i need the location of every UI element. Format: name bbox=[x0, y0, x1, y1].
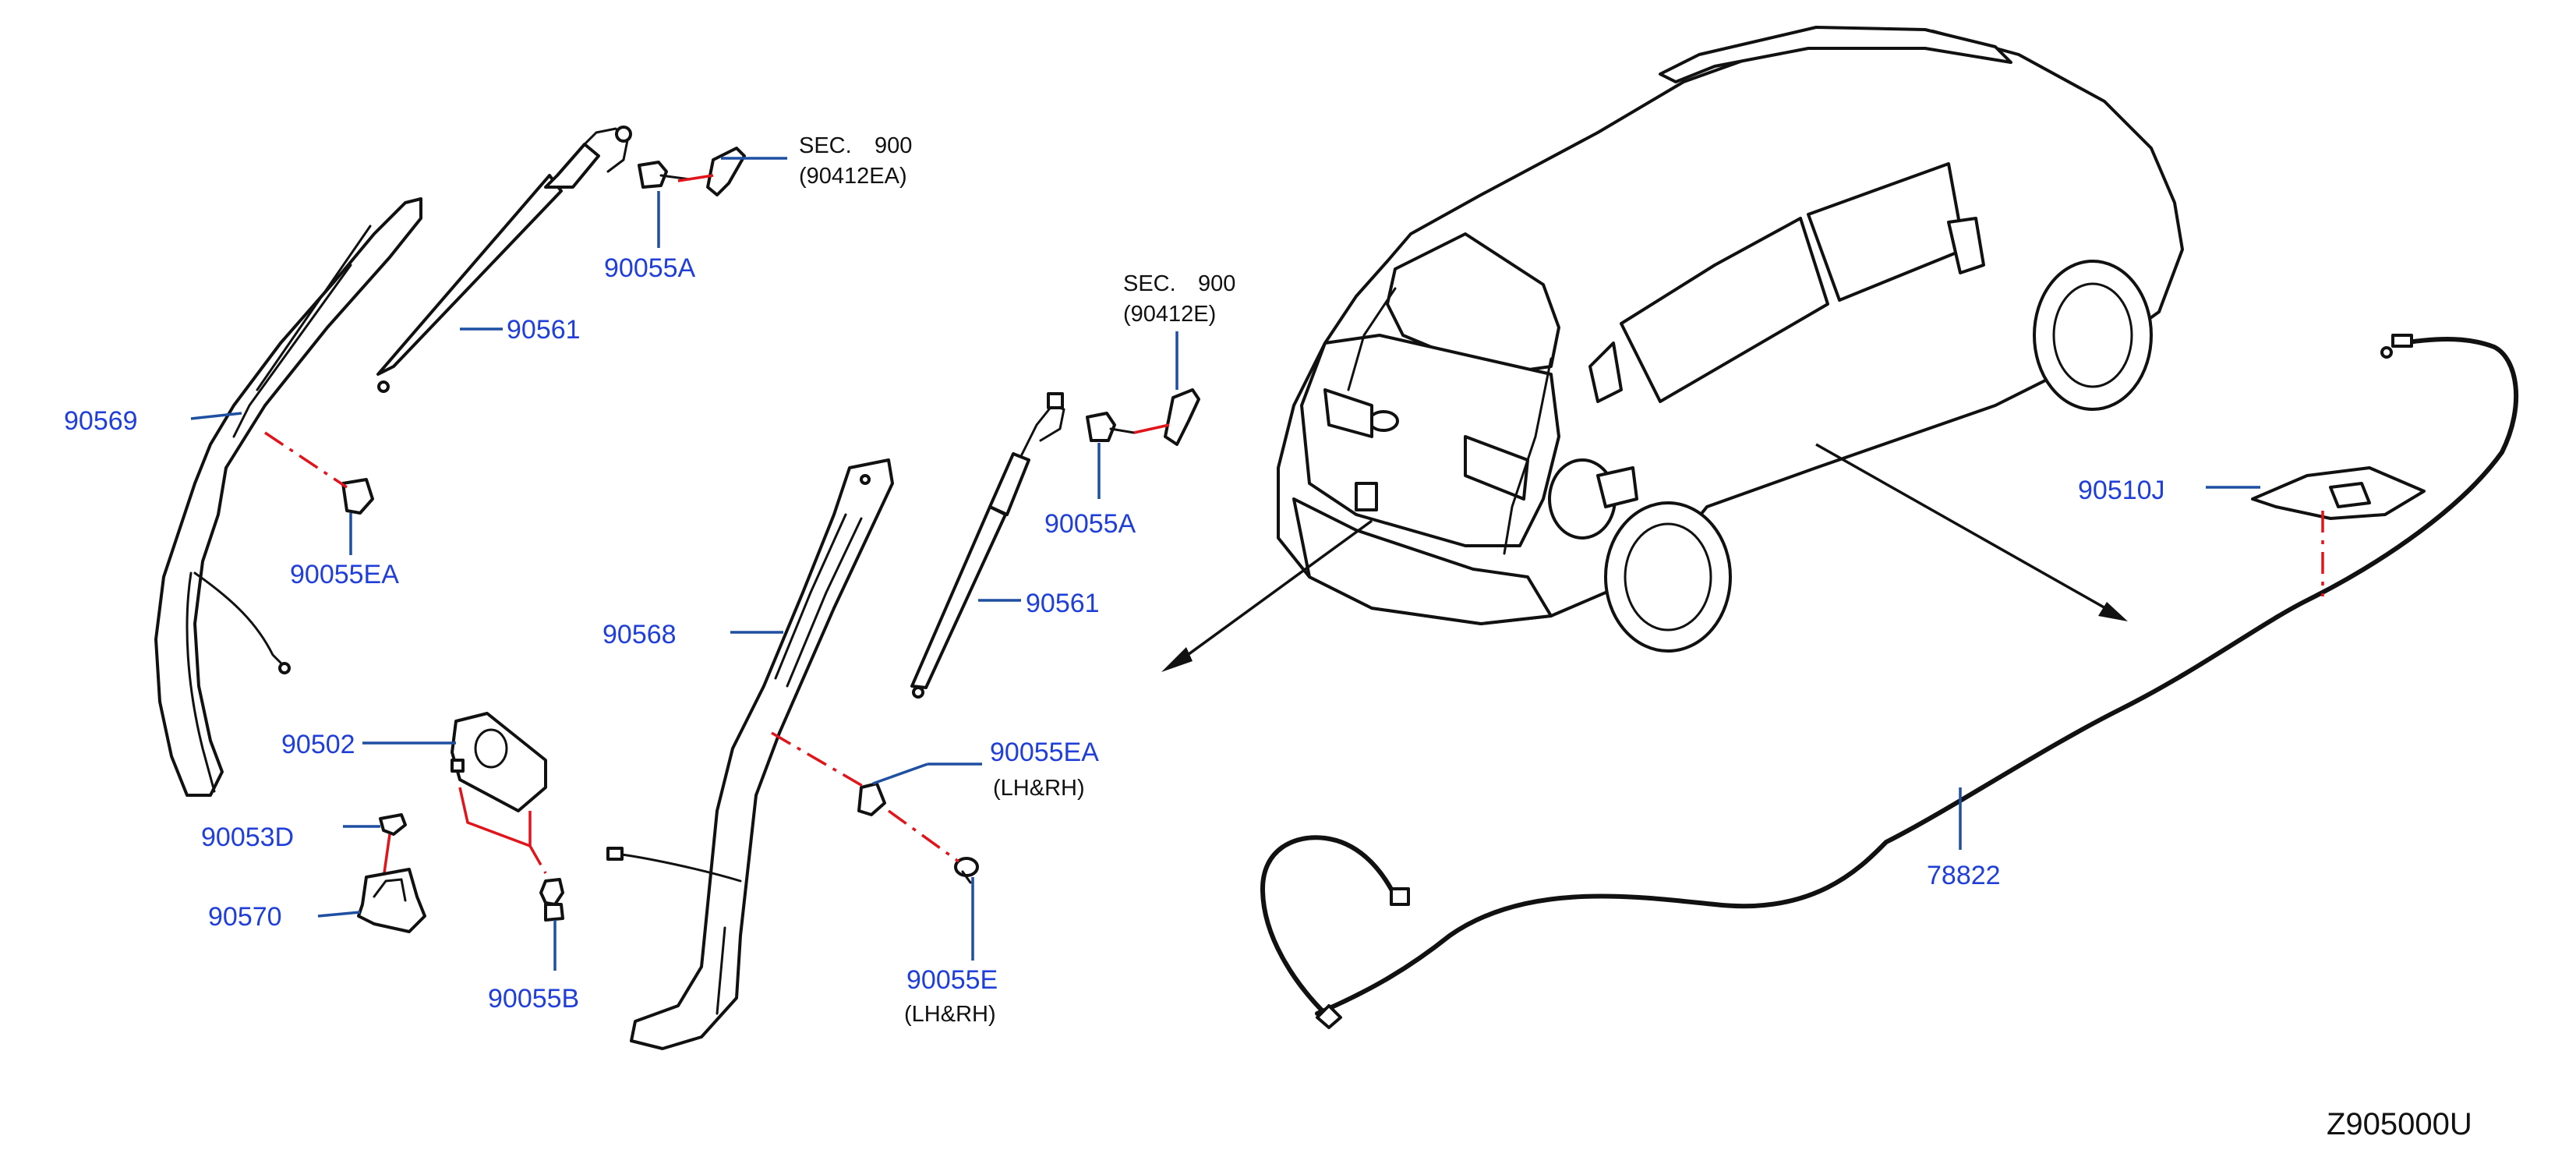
label-90055E: 90055E bbox=[906, 965, 998, 995]
section-reference-mid: SEC. 900 (90412E) bbox=[1123, 271, 1235, 327]
label-90055B: 90055B bbox=[488, 984, 579, 1014]
sec-ref-code: (90412EA) bbox=[799, 164, 907, 189]
part-90569-illustration bbox=[154, 197, 422, 797]
part-90055B-illustration bbox=[539, 878, 564, 922]
part-90570-illustration bbox=[357, 868, 426, 933]
dashed-link-90568-to-clips bbox=[771, 731, 866, 789]
dashed-link-clip-to-90055E bbox=[887, 809, 960, 863]
label-78822: 78822 bbox=[1927, 861, 2001, 890]
part-90568-illustration bbox=[606, 458, 894, 1050]
dashed-link-90502-to-90055B-b bbox=[528, 845, 547, 874]
label-90055EA-left: 90055EA bbox=[290, 560, 399, 589]
label-90055EA-mid: 90055EA bbox=[990, 738, 1099, 767]
label-90561-mid: 90561 bbox=[1026, 589, 1100, 618]
label-90502: 90502 bbox=[281, 730, 355, 759]
part-78822-illustration bbox=[1260, 334, 2519, 1029]
part-90055E-illustration bbox=[954, 857, 979, 884]
part-number-labels: 90569 90561 90055A 90055EA 90502 90053D … bbox=[64, 253, 2165, 1014]
red-link-90055A-top bbox=[677, 174, 714, 182]
label-90569: 90569 bbox=[64, 406, 138, 436]
note-lhrh-90055EA: (LH&RH) bbox=[993, 776, 1085, 801]
label-90561-top: 90561 bbox=[507, 315, 581, 345]
label-90055A-top: 90055A bbox=[604, 253, 696, 283]
label-90570: 90570 bbox=[208, 902, 282, 932]
part-90055A-top-illustration bbox=[638, 147, 746, 196]
section-reference-top: SEC. 900 (90412EA) bbox=[799, 133, 912, 189]
label-90510J: 90510J bbox=[2078, 476, 2165, 505]
part-90561-top-illustration bbox=[376, 126, 632, 393]
sec-number: 900 bbox=[1198, 271, 1235, 296]
note-lhrh-90055E: (LH&RH) bbox=[904, 1002, 996, 1027]
part-90055EA-left-illustration bbox=[341, 478, 374, 515]
label-90568: 90568 bbox=[602, 620, 677, 649]
sec-ref-code: (90412E) bbox=[1123, 302, 1216, 327]
diagram-code: Z905000U bbox=[2327, 1107, 2472, 1141]
part-90561-mid-illustration bbox=[910, 392, 1065, 699]
part-90053D-illustration bbox=[379, 813, 407, 836]
part-90055A-mid-illustration bbox=[1086, 388, 1200, 446]
vehicle-illustration bbox=[1161, 26, 2184, 672]
sec-prefix: SEC. bbox=[1123, 271, 1176, 296]
dashed-link-90569-to-90055EA bbox=[264, 431, 348, 489]
part-90502-illustration bbox=[451, 712, 547, 812]
label-90055A-mid: 90055A bbox=[1044, 509, 1136, 539]
sec-prefix: SEC. bbox=[799, 133, 852, 158]
red-link-90502-to-90055B bbox=[458, 787, 532, 848]
sec-number: 900 bbox=[875, 133, 912, 158]
leader-lines bbox=[190, 157, 2260, 971]
part-90055EA-center-illustration bbox=[857, 782, 886, 816]
red-link-90055A-mid bbox=[1133, 423, 1170, 434]
label-90053D: 90053D bbox=[201, 823, 294, 852]
part-90510J-illustration bbox=[2251, 466, 2426, 520]
